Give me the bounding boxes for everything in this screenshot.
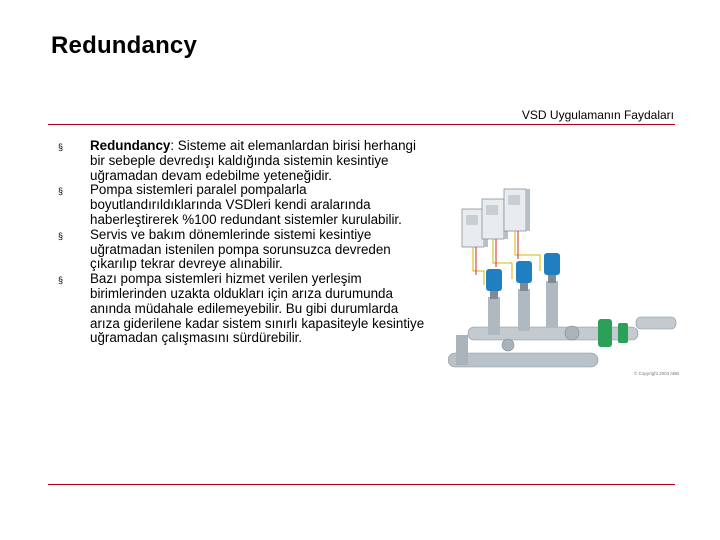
valve-icon bbox=[501, 319, 628, 352]
control-wiring bbox=[472, 231, 541, 285]
bullet-item: § Pompa sistemleri paralel pompalarla bo… bbox=[50, 183, 430, 227]
bullet-list: § Redundancy: Sisteme ait elemanlardan b… bbox=[50, 138, 430, 346]
bullet-text: Pompa sistemleri paralel pompalarla boyu… bbox=[90, 182, 402, 227]
illustration-copyright: © Copyright 2003 ABB bbox=[634, 370, 679, 376]
slide-title: Redundancy bbox=[51, 32, 198, 59]
bullet-marker: § bbox=[58, 275, 64, 286]
bullet-text: : Sisteme ait elemanlardan birisi herhan… bbox=[90, 138, 416, 183]
bullet-marker: § bbox=[58, 142, 64, 152]
bullet-term: Redundancy bbox=[90, 138, 171, 153]
bullet-item: § Servis ve bakım dönemlerinde sistemi k… bbox=[50, 226, 430, 272]
slide-subtitle: VSD Uygulamanın Faydaları bbox=[521, 108, 674, 122]
bottom-divider bbox=[48, 484, 675, 485]
bullet-text: Servis ve bakım dönemlerinde sistemi kes… bbox=[90, 226, 391, 272]
bullet-marker: § bbox=[58, 186, 64, 197]
bullet-marker: § bbox=[58, 230, 64, 241]
vsd-cabinet-icon bbox=[503, 188, 530, 232]
bullet-item: § Redundancy: Sisteme ait elemanlardan b… bbox=[50, 138, 430, 183]
pump-station-illustration: © Copyright 2003 ABB bbox=[448, 188, 679, 376]
top-divider bbox=[48, 124, 675, 125]
pump-motor-icon bbox=[544, 253, 560, 283]
pipe-network bbox=[448, 281, 677, 368]
pump-motor-icon bbox=[486, 269, 502, 299]
bullet-item: § Bazı pompa sistemleri hizmet verilen y… bbox=[50, 271, 430, 346]
pump-motor-icon bbox=[516, 261, 532, 291]
bullet-text: Bazı pompa sistemleri hizmet verilen yer… bbox=[90, 271, 425, 346]
